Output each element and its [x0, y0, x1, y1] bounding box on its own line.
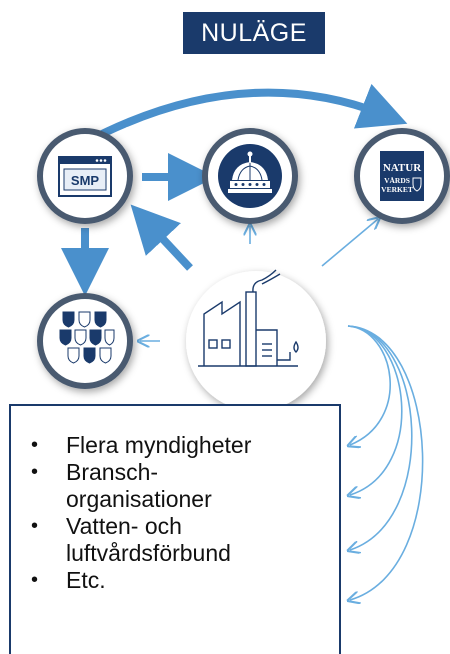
title-badge: NULÄGE: [183, 12, 325, 54]
county-coats-of-arms-icon: [59, 311, 115, 364]
smp-window-icon: SMP: [58, 156, 112, 197]
arrow-smp-to-naturvardsverket: [88, 83, 408, 144]
list-item: • Flera myndigheter: [11, 432, 339, 459]
page-title: NULÄGE: [201, 18, 307, 47]
list-item: • Etc.: [11, 567, 339, 594]
list-item-text: Flera myndigheter: [66, 432, 252, 458]
list-bullet: •: [31, 461, 39, 483]
actor-list: • Flera myndigheter • Bransch- organisation…: [11, 432, 339, 594]
naturvardsverket-line3: VERKET: [381, 185, 413, 194]
naturvardsverket-line1: NATUR: [383, 162, 422, 174]
actor-list-box: • Flera myndigheter • Bransch- organisation…: [9, 404, 341, 654]
naturvardsverket-logo-icon: NATUR VÅRDS VERKET: [380, 151, 424, 201]
list-bullet: •: [31, 569, 39, 591]
list-item-text: Bransch- organisationer: [66, 459, 212, 512]
list-bullet: •: [31, 515, 39, 537]
arrow-factory-to-smp: [130, 204, 193, 271]
factory-icon: [198, 269, 299, 367]
arrow-factory-to-naturvardsverket: [321, 219, 378, 267]
list-item: • Vatten- och luftvårdsförbund: [11, 513, 339, 567]
naturvardsverket-line2: VÅRDS: [384, 176, 410, 185]
curved-arrows-to-list: [348, 325, 424, 600]
list-item-text: Etc.: [66, 567, 106, 593]
crown-icon: [218, 144, 282, 208]
list-bullet: •: [31, 434, 39, 456]
list-item-text: Vatten- och luftvårdsförbund: [66, 513, 231, 566]
smp-label: SMP: [71, 173, 100, 188]
list-item: • Bransch- organisationer: [11, 459, 339, 513]
